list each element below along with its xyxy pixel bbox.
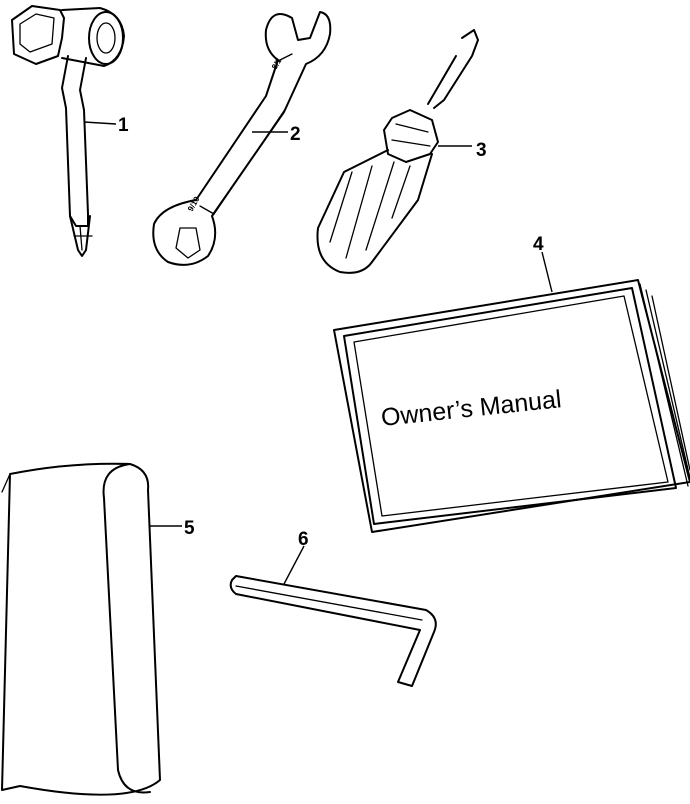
callout-3: 3 xyxy=(476,140,487,161)
leader-4 xyxy=(541,251,553,293)
callout-2: 2 xyxy=(290,124,301,145)
callout-5: 5 xyxy=(184,518,195,539)
callout-numbers: 1 2 3 4 5 6 xyxy=(118,115,544,550)
part-4-owners-manual: Owner’s Manual xyxy=(333,279,690,533)
callout-1: 1 xyxy=(118,115,129,136)
manual-cover-text: Owner’s Manual xyxy=(380,385,563,432)
leader-1 xyxy=(83,121,117,125)
leader-lines xyxy=(83,121,553,585)
part-6-hex-key xyxy=(229,575,437,687)
leader-6 xyxy=(283,545,305,585)
part-1-plug-wrench xyxy=(11,5,125,257)
callout-6: 6 xyxy=(298,529,309,550)
part-5-tool-bag xyxy=(1,462,161,796)
part-2-spanner: 8/1 9/10 xyxy=(152,11,332,266)
part-3-screwdriver xyxy=(316,29,479,274)
spanner-size-bottom: 9/10 xyxy=(186,195,202,213)
callout-4: 4 xyxy=(533,234,544,255)
